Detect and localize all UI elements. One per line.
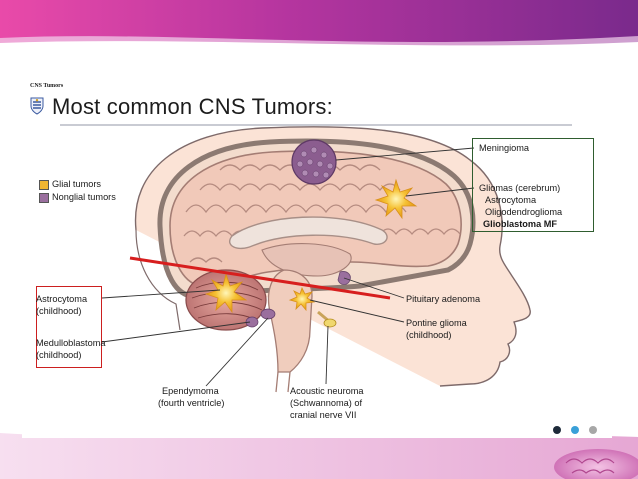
crest-icon xyxy=(30,97,44,115)
nav-dot-icon xyxy=(553,426,561,434)
acoustic-neuroma-tumor xyxy=(323,318,337,328)
legend-swatch-nonglial xyxy=(39,193,49,203)
label-astrocytoma: Astrocytoma xyxy=(485,195,537,205)
glioma-tumor xyxy=(374,178,418,220)
title-divider xyxy=(60,124,572,126)
medulloblastoma-tumor xyxy=(245,316,259,328)
label-astrocytoma-childhood-sub: (childhood) xyxy=(36,306,82,316)
label-medulloblastoma: Medulloblastoma xyxy=(36,338,106,348)
label-pontine-glioma: Pontine glioma xyxy=(406,318,467,328)
childhood-astrocytoma-tumor xyxy=(204,272,248,314)
label-pituitary-adenoma: Pituitary adenoma xyxy=(406,294,481,304)
legend-label-glial: Glial tumors xyxy=(52,179,102,189)
legend-label-nonglial: Nonglial tumors xyxy=(52,192,116,202)
nav-dot-icon xyxy=(571,426,579,434)
callout-box-red xyxy=(36,286,102,368)
pontine-glioma-tumor xyxy=(288,286,316,312)
label-oligodendroglioma: Oligodendroglioma xyxy=(485,207,563,217)
label-meningioma: Meningioma xyxy=(479,143,530,153)
label-acoustic-neuroma-sub: (Schwannoma) of xyxy=(290,398,363,408)
ependymoma-tumor xyxy=(260,308,276,320)
label-acoustic-neuroma-sub2: cranial nerve VII xyxy=(290,410,357,420)
label-ependymoma-sub: (fourth ventricle) xyxy=(158,398,225,408)
meningioma-tumor xyxy=(291,139,337,185)
nav-dot-icon xyxy=(589,426,597,434)
corpus-callosum xyxy=(229,216,388,250)
header-banner xyxy=(0,0,638,48)
label-pontine-glioma-sub: (childhood) xyxy=(406,330,452,340)
slide-nav-dots[interactable] xyxy=(551,424,601,436)
label-astrocytoma-childhood: Astrocytoma xyxy=(36,294,88,304)
label-ependymoma: Ependymoma xyxy=(162,386,219,396)
label-medulloblastoma-sub: (childhood) xyxy=(36,350,82,360)
tentorium-line xyxy=(129,256,391,300)
label-acoustic-neuroma: Acoustic neuroma xyxy=(290,386,364,396)
footer-banner xyxy=(0,433,638,479)
page-title: Most common CNS Tumors: xyxy=(52,94,333,119)
callout-box-green xyxy=(472,138,594,232)
label-gliomas: Gliomas (cerebrum) xyxy=(479,183,561,193)
section-label: CNS Tumors xyxy=(30,83,64,89)
label-glioblastoma: Glioblastoma MF xyxy=(483,219,558,229)
legend-swatch-glial xyxy=(39,180,49,190)
